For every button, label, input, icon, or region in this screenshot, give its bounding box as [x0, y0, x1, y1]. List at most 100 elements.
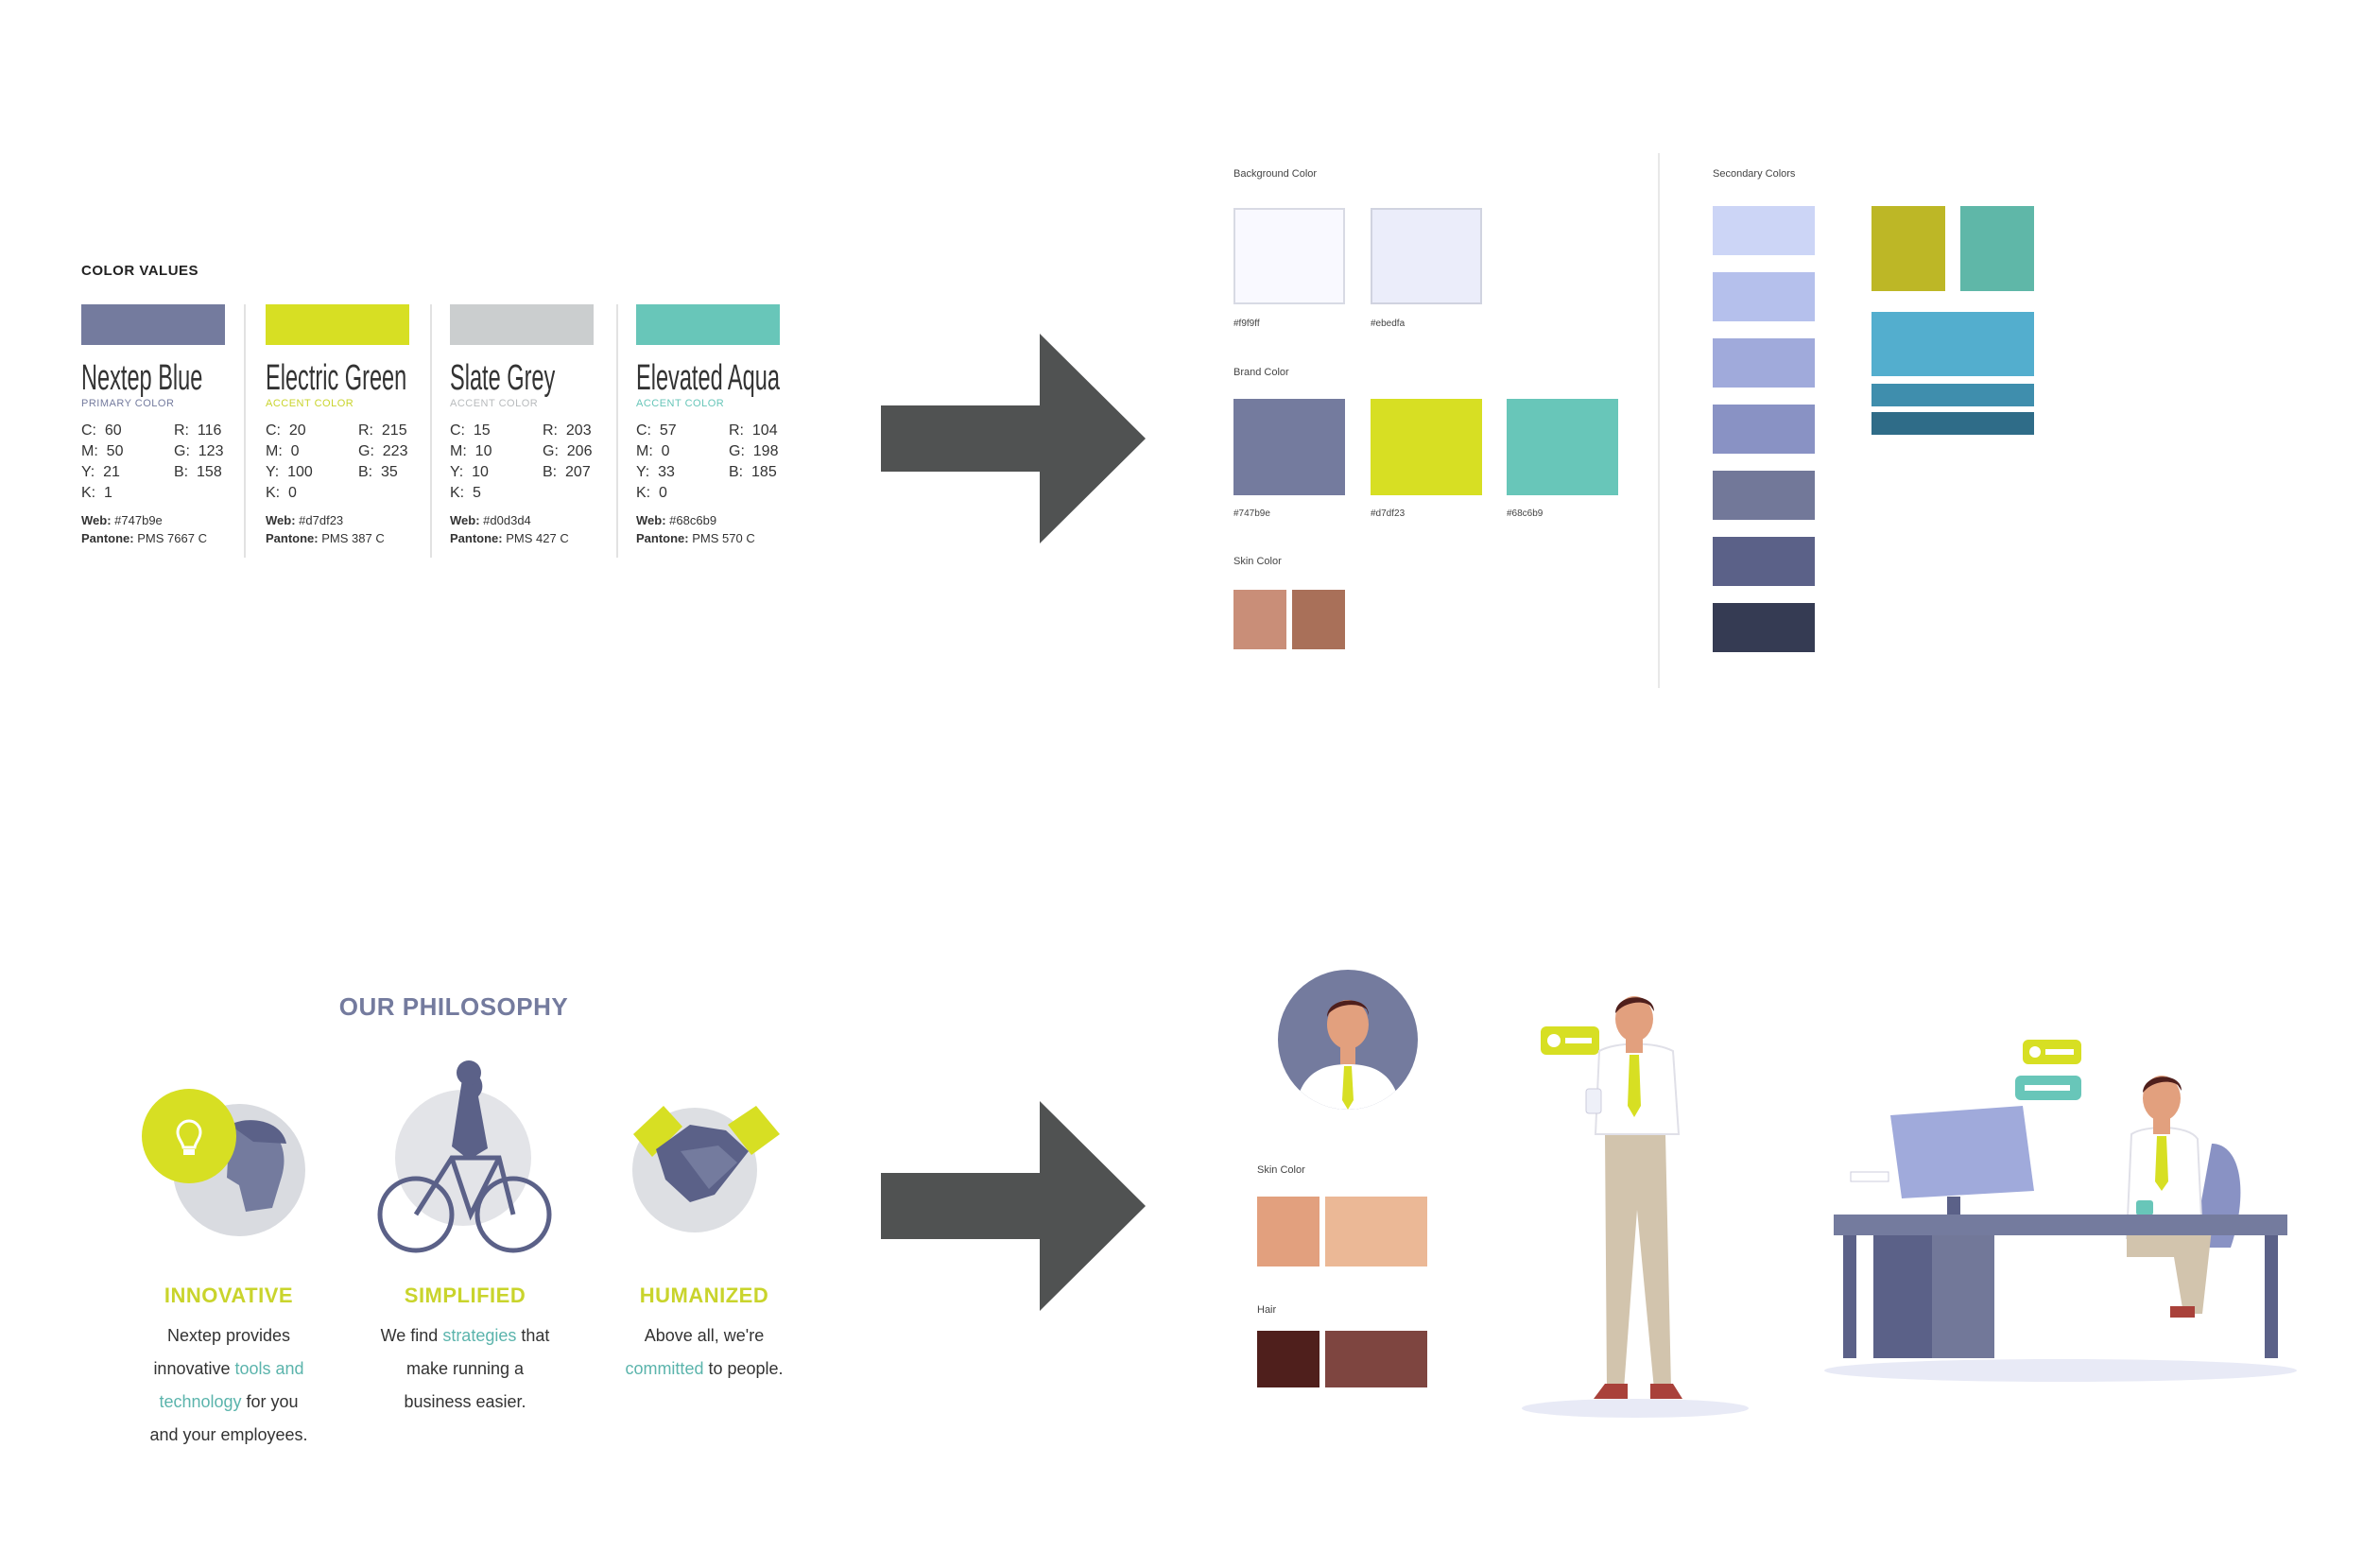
body-text: to people. [703, 1359, 784, 1378]
code-value: 0 [659, 485, 667, 501]
web-label: Web: [81, 513, 112, 527]
code-value: 15 [473, 422, 491, 439]
background-hex: #f9f9ff [1233, 319, 1260, 329]
web-label: Web: [450, 513, 480, 527]
code-label: G: [358, 443, 374, 459]
code-label: K: [81, 485, 96, 501]
secondary-swatch [1713, 537, 1815, 586]
web-line: Web: #d7df23 [266, 511, 409, 529]
web-label: Web: [266, 513, 296, 527]
standing-man-illustration [1522, 996, 1749, 1418]
secondary-swatch [1713, 405, 1815, 454]
philosophy-humanized: HUMANIZED Above all, we're committed to … [581, 1284, 827, 1386]
web-value: #747b9e [114, 513, 163, 527]
secondary-colors-label: Secondary Colors [1713, 168, 1796, 180]
code-value: 123 [198, 443, 224, 459]
color-code-c: C: 15 [450, 422, 543, 439]
code-label: Y: [450, 464, 464, 480]
body-highlight: strategies [442, 1326, 517, 1345]
web-label: Web: [636, 513, 666, 527]
code-value: 50 [106, 443, 124, 459]
secondary-swatch [1713, 272, 1815, 321]
code-value: 5 [473, 485, 481, 501]
color-code-k: K: 0 [266, 485, 358, 502]
code-label: B: [729, 464, 744, 480]
body-line: technology for you [106, 1386, 352, 1419]
philosophy-body: We find strategies that make running a b… [342, 1319, 588, 1419]
pantone-value: PMS 387 C [321, 531, 385, 545]
column-divider [244, 304, 246, 558]
code-value: 104 [751, 422, 778, 439]
code-value: 223 [382, 443, 408, 459]
code-label: R: [358, 422, 373, 439]
code-value: 57 [659, 422, 677, 439]
skin-swatch [1257, 1197, 1319, 1266]
web-value: #68c6b9 [669, 513, 717, 527]
desk-scene-illustration [1824, 1040, 2297, 1382]
brand-swatch [1507, 399, 1618, 495]
color-code-g: G: 123 [174, 443, 227, 460]
column-divider [616, 304, 618, 558]
code-value: 1 [104, 485, 112, 501]
color-code-b: B: 158 [174, 464, 227, 481]
innovative-lightbulb-head-icon [142, 1089, 305, 1236]
secondary-swatch [1871, 312, 2034, 376]
skin-swatch [1233, 590, 1286, 649]
color-code-c: C: 60 [81, 422, 174, 439]
code-label: Y: [81, 464, 95, 480]
brand-color-label: Brand Color [1233, 367, 1289, 378]
skin-swatch [1292, 590, 1345, 649]
pantone-value: PMS 427 C [506, 531, 569, 545]
philosophy-heading: INNOVATIVE [164, 1284, 294, 1307]
brand-swatch [1371, 399, 1482, 495]
body-line: We find strategies that [342, 1319, 588, 1353]
web-line: Web: #68c6b9 [636, 511, 780, 529]
pantone-label: Pantone: [450, 531, 503, 545]
philosophy-heading: SIMPLIFIED [404, 1284, 526, 1307]
color-code-k: K: 1 [81, 485, 174, 502]
code-value: 35 [381, 464, 398, 480]
color-role: PRIMARY COLOR [81, 398, 175, 409]
body-text: We find [380, 1326, 443, 1345]
color-code-b: B: 35 [358, 464, 411, 481]
color-code-c: C: 20 [266, 422, 358, 439]
color-code-c: C: 57 [636, 422, 729, 439]
humanized-handshake-icon [632, 1106, 780, 1232]
code-value: 0 [661, 443, 670, 459]
code-value: 215 [381, 422, 407, 439]
code-label: K: [266, 485, 281, 501]
code-value: 0 [288, 485, 297, 501]
color-code-k: K: 5 [450, 485, 543, 502]
body-line: Above all, we're [644, 1326, 765, 1345]
color-swatch [266, 304, 409, 345]
code-value: 10 [472, 464, 489, 480]
code-value: 185 [751, 464, 777, 480]
pantone-line: Pantone: PMS 7667 C [81, 529, 225, 547]
pantone-line: Pantone: PMS 387 C [266, 529, 409, 547]
color-name: Nextep Blue [81, 358, 203, 398]
color-code-m: M: 0 [636, 443, 729, 460]
web-line: Web: #d0d3d4 [450, 511, 594, 529]
code-value: 203 [565, 422, 592, 439]
color-code-m: M: 10 [450, 443, 543, 460]
color-role: ACCENT COLOR [636, 398, 725, 409]
philosophy-body: Nextep provides innovative tools and tec… [106, 1319, 352, 1452]
color-code-r: R: 116 [174, 422, 227, 439]
code-label: R: [543, 422, 558, 439]
code-value: 158 [197, 464, 222, 480]
color-code-r: R: 203 [543, 422, 595, 439]
brand-hex: #68c6b9 [1507, 508, 1544, 519]
color-code-m: M: 50 [81, 443, 174, 460]
secondary-swatch [1871, 384, 2034, 406]
code-label: M: [266, 443, 283, 459]
code-value: 20 [288, 422, 306, 439]
color-swatch [636, 304, 780, 345]
